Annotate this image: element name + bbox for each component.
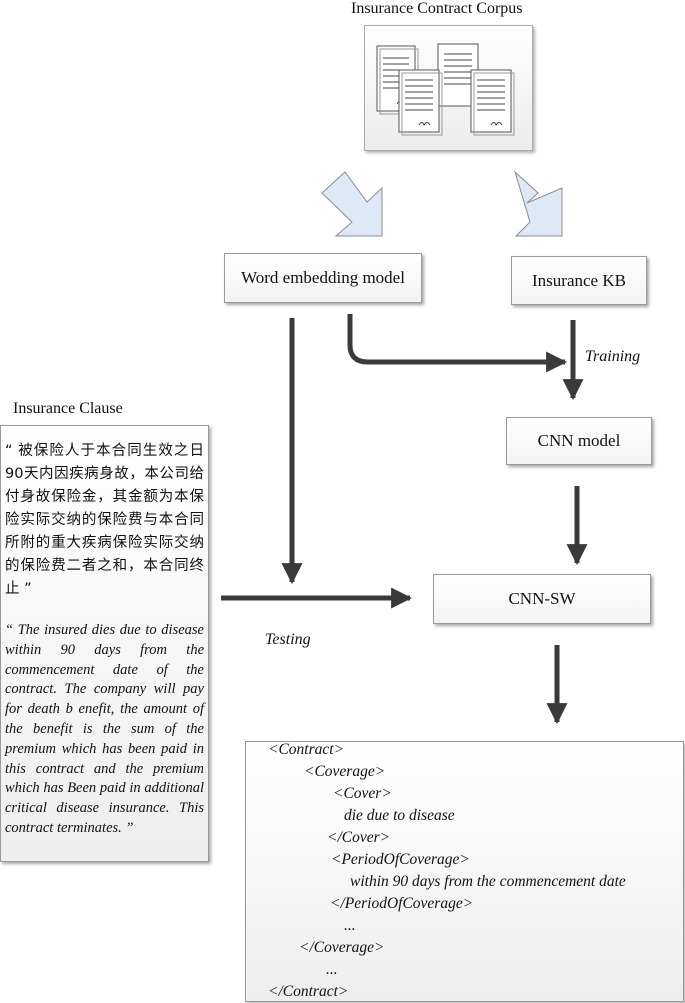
embedding-to-training-arrow	[347, 314, 568, 373]
xml-line: </PeriodOfCoverage>	[330, 895, 474, 912]
insurance-clause-box: “ 被保险人于本合同生效之日90天内因疾病身故，本公司给付身故保险金，其金额为本…	[0, 425, 209, 862]
corpus-to-embedding-arrow	[321, 171, 383, 237]
cnn-model-node: CNN model	[506, 417, 652, 465]
cnn-sw-node: CNN-SW	[433, 574, 651, 624]
document-stack-icon	[376, 43, 515, 136]
xml-line: <Cover>	[333, 785, 392, 802]
xml-line: </Contract>	[268, 983, 349, 1000]
xml-line: <PeriodOfCoverage>	[331, 851, 470, 868]
xml-line: ...	[326, 961, 338, 978]
testing-label: Testing	[265, 631, 311, 648]
xml-line: </Cover>	[327, 829, 391, 846]
corpus-to-kb-arrow	[514, 170, 563, 237]
clause-chinese-text: “ 被保险人于本合同生效之日90天内因疾病身故，本公司给付身故保险金，其金额为本…	[5, 443, 204, 597]
xml-line: <Coverage>	[304, 763, 386, 780]
corpus-box	[364, 25, 533, 151]
clause-title: Insurance Clause	[13, 400, 123, 417]
xml-line: ...	[344, 917, 356, 934]
corpus-title: Insurance Contract Corpus	[351, 0, 523, 17]
word-embedding-model-node: Word embedding model	[224, 253, 422, 303]
training-label: Training	[585, 348, 641, 365]
clause-english-text: “ The insured dies due to disease within…	[5, 622, 204, 836]
insurance-kb-node: Insurance KB	[511, 256, 647, 305]
xml-line: </Coverage>	[299, 939, 385, 956]
xml-line: <Contract>	[268, 741, 345, 758]
contract-output-box: <Contract> <Coverage> <Cover> die due to…	[245, 741, 684, 1002]
xml-line: within 90 days from the commencement dat…	[350, 873, 626, 890]
xml-line: die due to disease	[344, 807, 455, 824]
